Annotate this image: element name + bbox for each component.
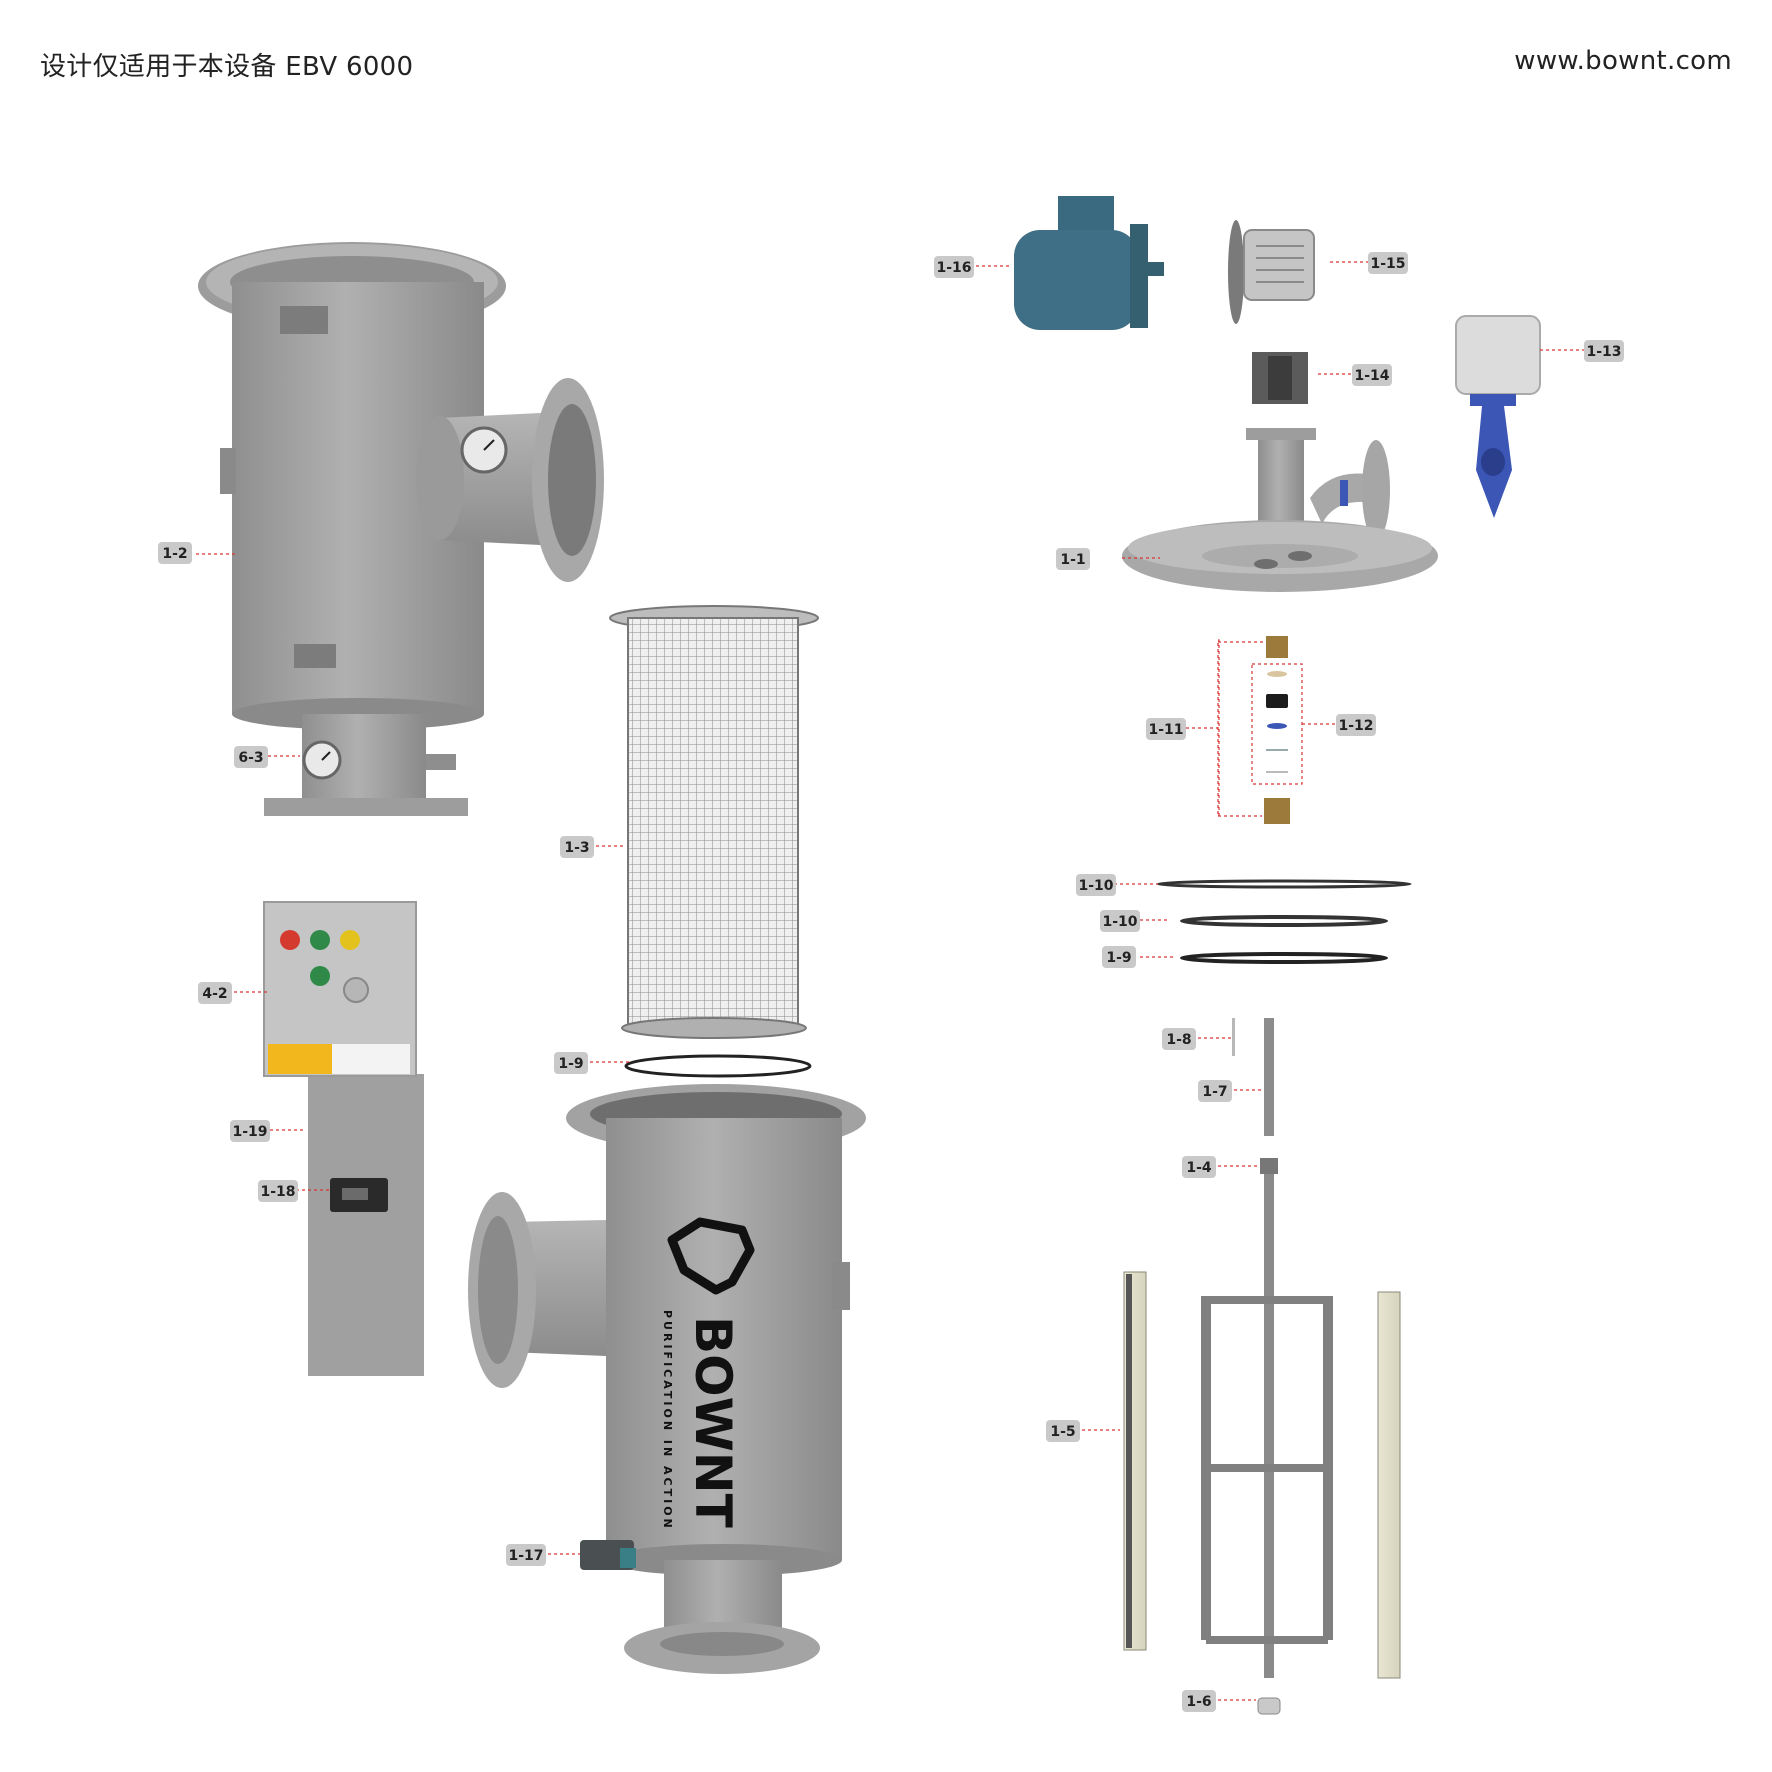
rotor-frame — [1201, 1158, 1333, 1678]
svg-text:1-7: 1-7 — [1202, 1084, 1227, 1100]
callout-1-12[interactable]: 1-12 — [1336, 714, 1376, 736]
callout-1-8[interactable]: 1-8 — [1162, 1028, 1196, 1050]
svg-text:1-8: 1-8 — [1166, 1032, 1191, 1048]
svg-text:1-13: 1-13 — [1586, 344, 1621, 360]
svg-text:1-12: 1-12 — [1338, 718, 1373, 734]
brand-name: BOWNT — [684, 1316, 742, 1528]
callout-1-2[interactable]: 1-2 — [158, 542, 192, 564]
callout-1-9-left[interactable]: 1-9 — [554, 1052, 588, 1074]
svg-text:1-9: 1-9 — [1106, 950, 1131, 966]
pin — [1232, 1018, 1235, 1056]
top-cover — [1122, 428, 1438, 592]
svg-text:1-4: 1-4 — [1186, 1160, 1212, 1176]
svg-text:6-3: 6-3 — [238, 750, 263, 766]
callout-6-3[interactable]: 6-3 — [234, 746, 268, 768]
svg-text:1-18: 1-18 — [260, 1184, 295, 1200]
page-title: 设计仅适用于本设备 EBV 6000 — [40, 52, 414, 82]
svg-text:1-5: 1-5 — [1050, 1424, 1075, 1440]
gasket-1 — [1156, 879, 1412, 889]
svg-text:1-3: 1-3 — [564, 840, 589, 856]
upper-housing — [198, 242, 604, 816]
shaft — [1264, 1018, 1274, 1136]
bownt-logo-icon — [667, 1217, 755, 1295]
svg-text:1-10: 1-10 — [1102, 914, 1137, 930]
svg-text:1-16: 1-16 — [936, 260, 971, 276]
bushing — [1257, 1697, 1281, 1715]
callout-1-18[interactable]: 1-18 — [258, 1180, 298, 1202]
callout-1-1[interactable]: 1-1 — [1056, 548, 1090, 570]
callout-1-15[interactable]: 1-15 — [1368, 252, 1408, 274]
brand-slogan: PURIFICATION IN ACTION — [661, 1310, 674, 1531]
gearbox — [1228, 220, 1315, 324]
mesh-screen — [609, 605, 819, 1039]
svg-text:1-10: 1-10 — [1078, 878, 1113, 894]
o-ring-left — [624, 1054, 812, 1078]
callout-1-17[interactable]: 1-17 — [506, 1544, 546, 1566]
brand-plate — [268, 1044, 332, 1074]
svg-text:1-9: 1-9 — [558, 1056, 583, 1072]
callout-1-10-bottom[interactable]: 1-10 — [1100, 910, 1140, 932]
callout-1-4[interactable]: 1-4 — [1182, 1156, 1216, 1178]
website-url[interactable]: www.bownt.com — [1514, 46, 1732, 76]
callout-1-11[interactable]: 1-11 — [1146, 718, 1186, 740]
callout-1-5[interactable]: 1-5 — [1046, 1420, 1080, 1442]
svg-text:1-1: 1-1 — [1060, 552, 1085, 568]
svg-text:4-2: 4-2 — [202, 986, 227, 1002]
seal-kit — [1217, 636, 1303, 824]
lower-housing: BOWNT PURIFICATION IN ACTION — [468, 1084, 866, 1674]
callout-1-7[interactable]: 1-7 — [1198, 1080, 1232, 1102]
callout-1-14[interactable]: 1-14 — [1352, 364, 1392, 386]
svg-text:1-6: 1-6 — [1186, 1694, 1211, 1710]
coupling — [1252, 352, 1308, 404]
svg-text:1-2: 1-2 — [162, 546, 187, 562]
svg-text:1-11: 1-11 — [1148, 722, 1183, 738]
callout-1-6[interactable]: 1-6 — [1182, 1690, 1216, 1712]
motor — [1014, 196, 1164, 330]
pressure-gauge-icon — [460, 426, 508, 474]
gasket-2 — [1180, 915, 1388, 927]
svg-text:1-17: 1-17 — [508, 1548, 543, 1564]
callout-1-9-right[interactable]: 1-9 — [1102, 946, 1136, 968]
callout-1-3[interactable]: 1-3 — [560, 836, 594, 858]
scraper-rail-right — [1377, 1291, 1401, 1679]
pressure-gauge-icon — [302, 740, 342, 780]
svg-text:1-14: 1-14 — [1354, 368, 1389, 384]
svg-text:1-19: 1-19 — [232, 1124, 267, 1140]
callout-1-19[interactable]: 1-19 — [230, 1120, 270, 1142]
callout-4-2[interactable]: 4-2 — [198, 982, 232, 1004]
control-box-assembly — [263, 901, 424, 1376]
o-ring-right — [1180, 952, 1388, 964]
callout-1-10-top[interactable]: 1-10 — [1076, 874, 1116, 896]
actuator-valve — [1455, 315, 1541, 518]
callout-1-16[interactable]: 1-16 — [934, 256, 974, 278]
callout-1-13[interactable]: 1-13 — [1584, 340, 1624, 362]
svg-text:1-15: 1-15 — [1370, 256, 1405, 272]
